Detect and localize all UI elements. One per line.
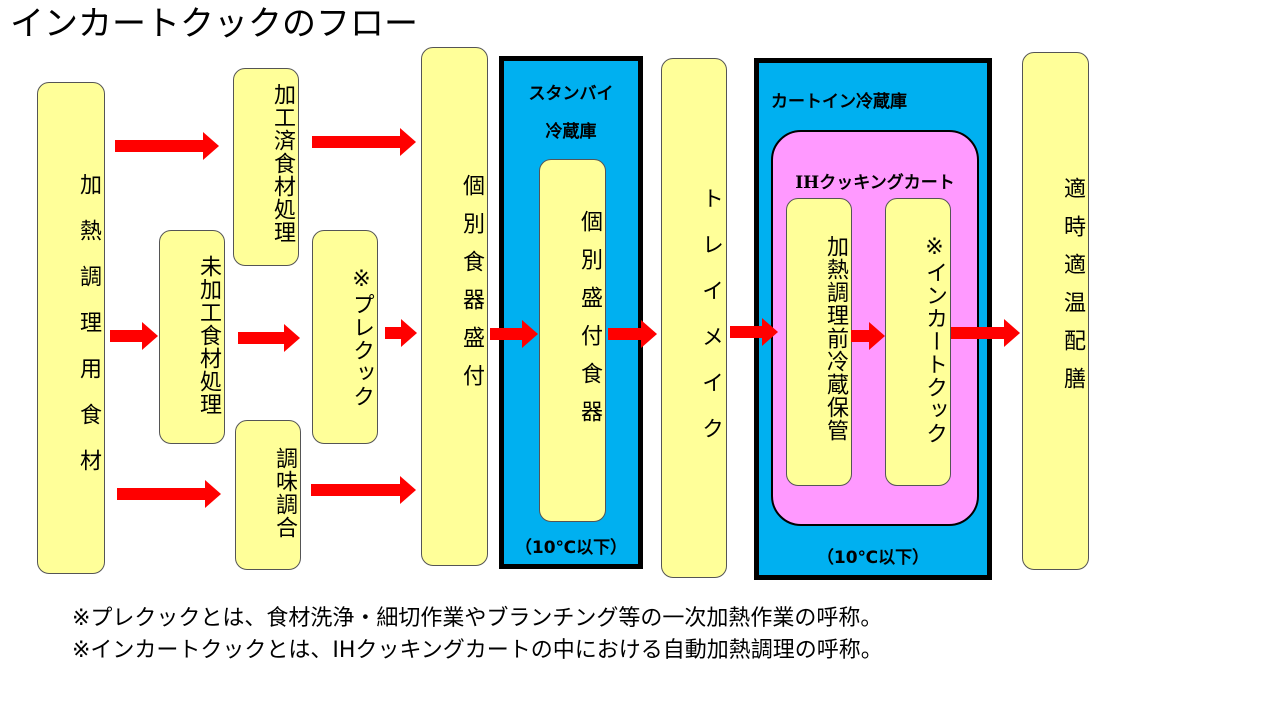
heated-food-box: 加熱調理用食材 [37,82,105,574]
timely-serving-box: 適時適温配膳 [1022,52,1089,570]
standby-label-line2: 冷蔵庫 [545,122,597,142]
tray-make-label: トレイメイク [698,187,723,463]
portioning-label: 個別食器盛付 [459,174,484,402]
cartin-label: カートイン冷蔵庫 [771,92,907,112]
precold-storage-box: 加熱調理前冷蔵保管 [786,198,852,486]
precook-label: ※プレクック [349,267,374,408]
unprocessed-label: 未加工食材処理 [196,255,221,416]
arrow-processed-to-portioning [312,128,416,156]
note-precook: ※プレクックとは、食材洗浄・細切作業やブランチング等の一次加熱作業の呼称。 [72,606,883,631]
precook-box: ※プレクック [312,230,378,444]
arrow-standby-to-tray [608,320,657,348]
timely-serving-label: 適時適温配膳 [1060,177,1085,405]
standby-temp: （10℃以下） [514,538,628,558]
arrow-portioning-to-standby [490,320,538,348]
standby-inner-label: 個別盛付食器 [577,210,602,438]
arrow-precold-to-incart [851,322,885,350]
tray-make-box: トレイメイク [661,58,727,578]
unprocessed-box: 未加工食材処理 [159,230,225,444]
page-title: インカートクックのフロー [10,4,418,44]
cartin-temp: （10℃以下） [816,548,930,568]
seasoning-box: 調味調合 [235,420,301,570]
standby-label-line1: スタンバイ [528,84,614,104]
portioning-box: 個別食器盛付 [421,47,488,566]
ih-cart-label: IHクッキングカート [795,173,955,193]
processed-label: 加工済食材処理 [270,83,295,244]
arrow-seasoning-to-portioning [311,476,416,504]
arrow-food-to-unprocessed [110,322,158,350]
heated-food-label: 加熱調理用食材 [76,173,101,495]
precold-storage-label: 加熱調理前冷蔵保管 [823,235,848,442]
arrow-food-to-seasoning [117,480,221,508]
note-incart-cook: ※インカートクックとは、IHクッキングカートの中における自動加熱調理の呼称。 [72,638,883,663]
arrow-cartin-to-serving [951,319,1020,347]
incart-cook-label: ※インカートクック [922,235,947,445]
seasoning-label: 調味調合 [272,447,297,539]
cartin-fridge-panel: カートイン冷蔵庫 IHクッキングカート 加熱調理前冷蔵保管 ※インカートクック … [754,58,992,580]
arrow-food-to-processed [115,132,219,160]
processed-box: 加工済食材処理 [233,68,299,266]
standby-inner-box: 個別盛付食器 [539,159,606,522]
arrow-unprocessed-to-precook [238,324,300,352]
ih-cart-container: IHクッキングカート 加熱調理前冷蔵保管 ※インカートクック [771,130,979,526]
incart-cook-box: ※インカートクック [885,198,951,486]
standby-fridge-panel: スタンバイ 冷蔵庫 個別盛付食器 （10℃以下） [499,56,643,569]
arrow-precook-to-portioning [385,319,417,347]
arrow-tray-to-cartin [730,318,778,346]
